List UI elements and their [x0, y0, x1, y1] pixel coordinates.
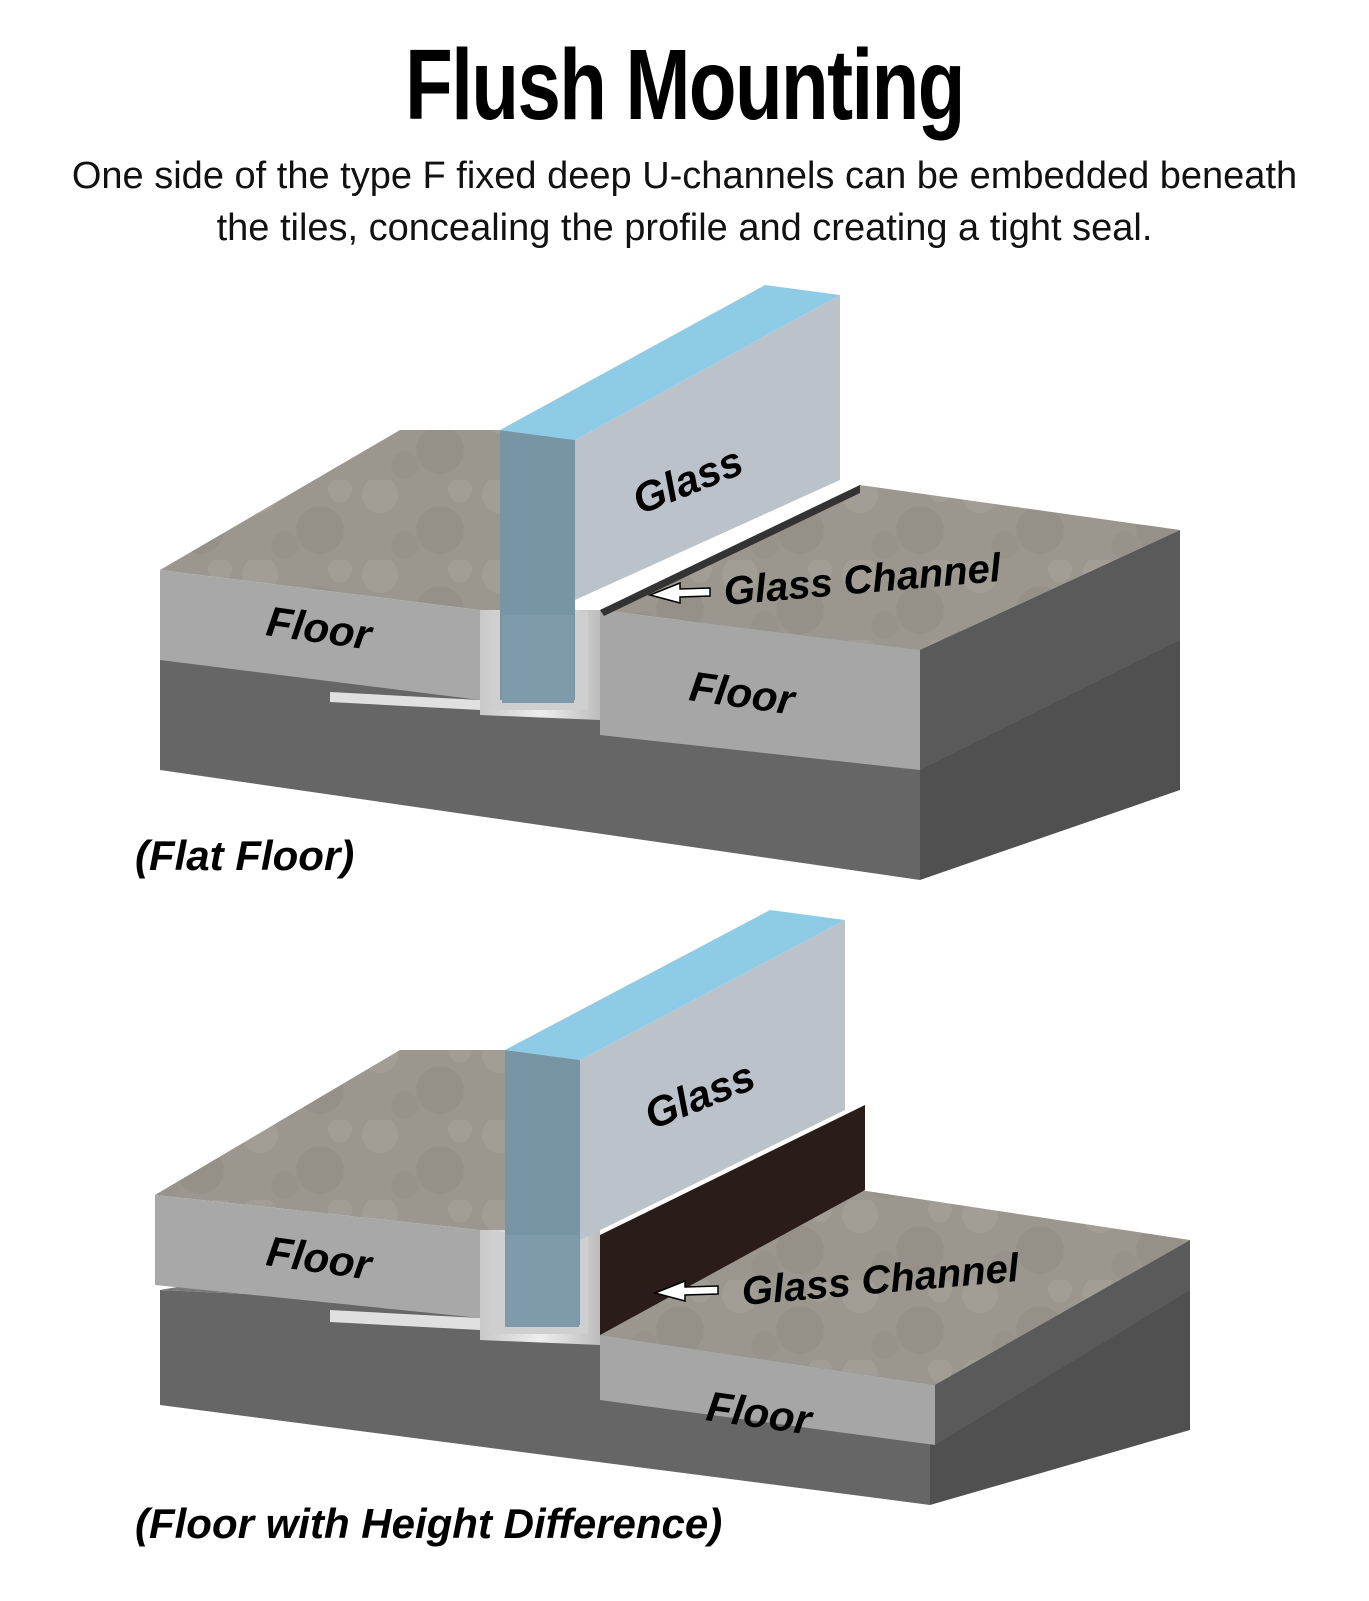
glass-top-edge-2 [505, 910, 845, 1060]
right-tile-top [600, 485, 1180, 650]
glass-in-channel-2 [505, 1235, 579, 1327]
channel-strip-dark [600, 485, 860, 616]
step-face [600, 1105, 865, 1335]
channel-base-strip-2 [330, 1310, 480, 1330]
page-title: Flush Mounting [405, 29, 965, 141]
left-tile-front-2 [155, 1195, 480, 1318]
left-tile-front [160, 570, 480, 700]
glass-top-edge [500, 285, 840, 440]
flat-floor-diagram: Glass Glass Channel Floor Floor [160, 285, 1180, 880]
description-line-2: the tiles, concealing the profile and cr… [216, 207, 1153, 249]
right-tile-side [920, 530, 1180, 770]
right-tile-top-2 [600, 1190, 1190, 1385]
arrow-icon [647, 581, 711, 604]
arrow-icon-2 [652, 1279, 719, 1302]
glass-face [575, 295, 840, 600]
left-tile-top-2 [155, 1050, 505, 1230]
glass-face-2 [580, 920, 845, 1240]
left-tile-top [160, 430, 500, 610]
description-line-1: One side of the type F fixed deep U-chan… [71, 155, 1298, 197]
glass-in-channel [502, 615, 574, 703]
height-difference-diagram: Glass Glass Channel Floor Floor [155, 910, 1190, 1505]
right-tile-front [600, 610, 920, 770]
right-tile-front-2 [600, 1335, 935, 1445]
caption-height-difference: (Floor with Height Difference) [135, 1500, 723, 1547]
description: One side of the type F fixed deep U-chan… [0, 150, 1369, 254]
channel-base-strip [330, 692, 480, 710]
right-tile-side-2 [935, 1240, 1190, 1445]
caption-flat-floor: (Flat Floor) [135, 832, 355, 879]
